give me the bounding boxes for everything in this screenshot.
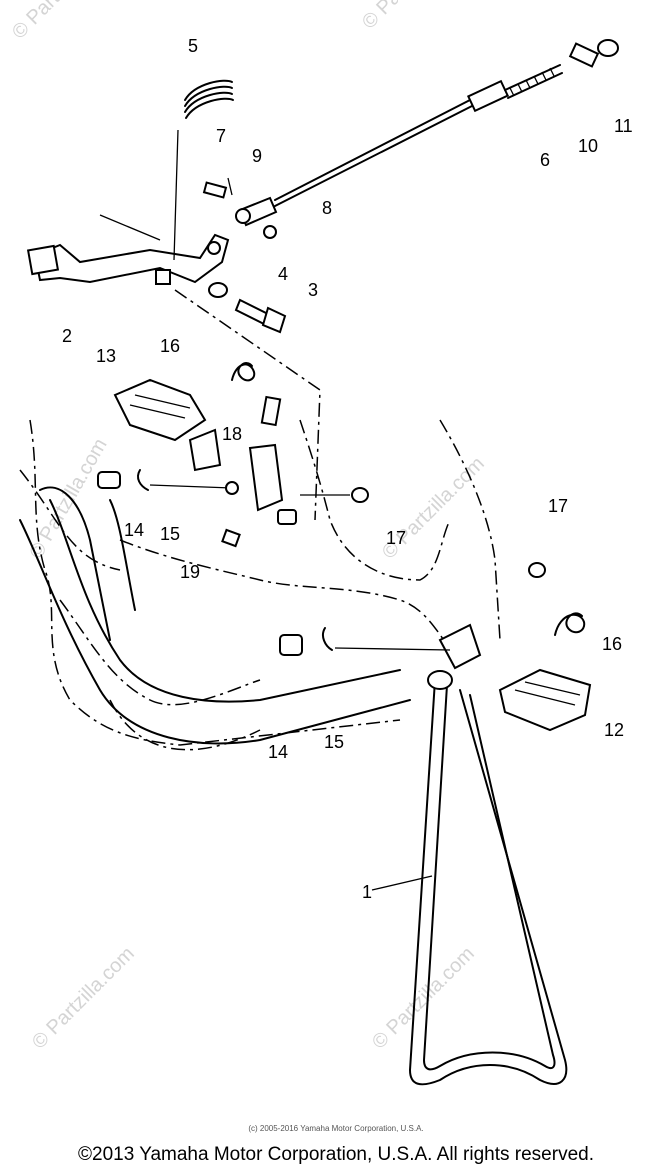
callout-10: 10	[578, 136, 598, 156]
watermark: © Partzilla.com	[368, 943, 479, 1054]
clevis-parts-7-8-9	[202, 177, 278, 239]
watermark: © Partzilla.com	[28, 943, 139, 1054]
callout-2: 2	[62, 326, 72, 346]
copyright-notice: ©2013 Yamaha Motor Corporation, U.S.A. A…	[78, 1144, 594, 1165]
watermark: © Partzilla.com	[8, 0, 119, 44]
callout-14: 14	[268, 742, 288, 762]
callout-16: 16	[160, 336, 180, 356]
stand-part-1	[409, 670, 568, 1086]
callout-15: 15	[160, 524, 180, 544]
callout-18: 18	[222, 424, 242, 444]
watermark: © Partzilla.com	[25, 435, 111, 563]
callout-1: 1	[362, 882, 372, 902]
callout-3: 3	[308, 280, 318, 300]
callout-17: 17	[548, 496, 568, 516]
callout-16: 16	[602, 634, 622, 654]
footrest-part-13	[113, 378, 222, 472]
bolt-part-3	[234, 298, 287, 334]
leader-lines	[371, 875, 433, 891]
footrest-part-12	[438, 623, 592, 732]
callout-11: 11	[614, 116, 633, 136]
callout-13: 13	[96, 346, 116, 366]
callout-14: 14	[124, 520, 144, 540]
callout-17: 17	[386, 528, 406, 548]
frame-tube	[19, 486, 411, 745]
callout-6: 6	[540, 150, 550, 170]
washer-part-4	[208, 282, 228, 298]
callouts: 1 2 3 4 5 6 7 8 9 10 11 12 13 14 14 15 1…	[62, 36, 633, 902]
rod-part-6	[274, 64, 563, 207]
bracket-part-18	[225, 395, 297, 525]
spring-part-5	[173, 79, 234, 261]
frame-outline	[19, 289, 501, 751]
callout-9: 9	[252, 146, 262, 166]
callout-12: 12	[604, 720, 624, 740]
small-hardware	[97, 469, 546, 656]
callout-7: 7	[216, 126, 226, 146]
spring-part-16	[231, 362, 586, 636]
watermark: © Partzilla.com	[358, 0, 469, 34]
parts-diagram: © Partzilla.com © Partzilla.com © Partzi…	[8, 0, 633, 1086]
callout-15: 15	[324, 732, 344, 752]
callout-5: 5	[188, 36, 198, 56]
brake-pedal-part-2	[26, 214, 230, 285]
small-copyright: (c) 2005-2016 Yamaha Motor Corporation, …	[248, 1124, 424, 1133]
callout-8: 8	[322, 198, 332, 218]
callout-4: 4	[278, 264, 288, 284]
pin-parts-10-11	[568, 39, 619, 68]
watermarks: © Partzilla.com © Partzilla.com © Partzi…	[8, 0, 489, 1054]
callout-19: 19	[180, 562, 200, 582]
